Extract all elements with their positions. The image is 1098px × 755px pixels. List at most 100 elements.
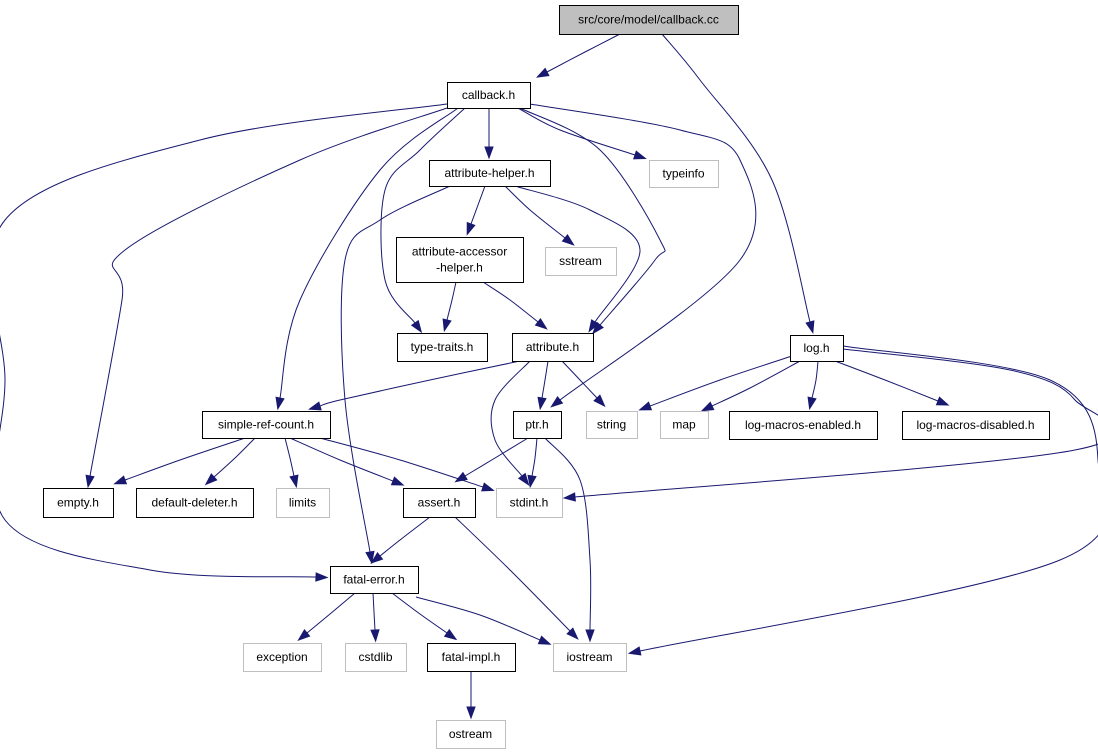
edge-log-h-to-map (700, 360, 801, 412)
node-empty-h[interactable]: empty.h (43, 488, 114, 518)
edge-callback-h-to-fatal-error-h (0, 103, 448, 582)
edge-line (482, 281, 539, 323)
node-label: cstdlib (358, 650, 392, 664)
graph-nodes: src/core/model/callback.cc callback.h log.… (43, 5, 1050, 749)
arrowhead (534, 317, 548, 330)
node-attribute-helper-h[interactable]: attribute-helper.h (429, 160, 551, 187)
arrowhead (588, 319, 600, 333)
arrowhead (443, 628, 458, 641)
edge-line (531, 437, 538, 477)
edge-simple-ref-count-h-to-stdint-h (319, 437, 495, 492)
arrowhead (550, 395, 564, 408)
edge-line (649, 354, 796, 407)
edge-attribute-h-to-string (561, 360, 606, 408)
edge-line (89, 107, 448, 477)
edge-line (319, 360, 521, 407)
node-assert-h[interactable]: assert.h (403, 488, 476, 518)
edge-fatal-impl-h-to-ostream (466, 671, 476, 720)
node-label: attribute-helper.h (444, 166, 534, 180)
edge-attribute-helper-h-to-attribute-h (514, 185, 641, 333)
node-map[interactable]: map (660, 411, 709, 439)
edge-attribute-accessor-helper-h-to-attribute-h (482, 281, 548, 330)
arrowhead (593, 394, 606, 408)
node-box (586, 411, 638, 439)
node-log-macros-enabled-h[interactable]: log-macros-enabled.h (729, 411, 878, 440)
edge-line (124, 437, 246, 481)
edge-assert-h-to-fatal-error-h (370, 516, 431, 564)
node-label: log.h (803, 341, 829, 355)
edge-line (639, 345, 1098, 652)
arrowhead (390, 476, 405, 486)
edge-line (470, 185, 486, 225)
node-label: fatal-error.h (343, 573, 404, 587)
edge-simple-ref-count-h-to-empty-h (113, 437, 246, 485)
node-fatal-error-h[interactable]: fatal-error.h (330, 566, 419, 594)
edge-line (711, 360, 801, 407)
node-label: attribute.h (526, 340, 579, 354)
edge-callback-cc-to-callback-h (535, 33, 621, 78)
node-string[interactable]: string (586, 411, 638, 439)
arrowhead (633, 150, 647, 160)
node-box (396, 237, 524, 283)
edge-line (415, 596, 541, 641)
node-attribute-h[interactable]: attribute.h (512, 333, 594, 362)
edge-simple-ref-count-h-to-default-deleter-h (204, 437, 256, 486)
node-log-h[interactable]: log.h (790, 335, 844, 362)
arrowhead (442, 318, 452, 333)
node-exception[interactable]: exception (243, 643, 322, 672)
node-default-deleter-h[interactable]: default-deleter.h (136, 488, 254, 518)
node-box (902, 411, 1050, 440)
edge-line (834, 360, 939, 402)
node-log-macros-disabled-h[interactable]: log-macros-disabled.h (902, 411, 1050, 440)
node-label: -helper.h (436, 261, 483, 275)
node-label: type-traits.h (411, 340, 474, 354)
node-stdint-h[interactable]: stdint.h (496, 488, 563, 518)
node-ostream[interactable]: ostream (436, 720, 506, 749)
edge-log-h-to-iostream (627, 345, 1098, 656)
node-box (553, 643, 627, 672)
arrowhead (627, 646, 642, 656)
node-box (243, 643, 322, 672)
node-cstdlib[interactable]: cstdlib (345, 643, 407, 672)
arrowhead (935, 396, 950, 406)
node-sstream[interactable]: sstream (545, 247, 617, 276)
edge-line (372, 592, 376, 631)
node-label: log-macros-disabled.h (916, 418, 1034, 432)
node-fatal-impl-h[interactable]: fatal-impl.h (427, 643, 516, 672)
node-label: iostream (566, 650, 612, 664)
edge-callback-h-to-simple-ref-count-h (275, 107, 459, 411)
node-label: sstream (559, 254, 602, 268)
arrowhead (466, 221, 476, 236)
edge-line (561, 360, 598, 399)
node-simple-ref-count-h[interactable]: simple-ref-count.h (202, 411, 331, 439)
node-callback-h[interactable]: callback.h (447, 82, 531, 109)
arrowhead (484, 146, 494, 160)
edge-fatal-error-h-to-iostream (415, 596, 552, 645)
node-callback-cc[interactable]: src/core/model/callback.cc (559, 5, 739, 35)
node-attribute-accessor-helper-h[interactable]: attribute-accessor-helper.h (396, 237, 524, 283)
node-type-traits-h[interactable]: type-traits.h (397, 333, 488, 362)
edge-callback-h-to-type-traits-h (380, 107, 466, 334)
node-iostream[interactable]: iostream (553, 643, 627, 672)
node-limits[interactable]: limits (276, 488, 330, 518)
arrowhead (466, 706, 476, 720)
arrowhead (807, 396, 817, 411)
edge-callback-h-to-typeinfo (517, 107, 647, 160)
edge-line (490, 360, 531, 477)
edge-log-h-to-log-macros-enabled-h (807, 360, 819, 411)
node-box (790, 335, 844, 362)
node-ptr-h[interactable]: ptr.h (513, 411, 562, 439)
node-box (436, 720, 506, 749)
edge-line (319, 437, 484, 488)
arrowhead (289, 474, 299, 489)
edge-assert-h-to-iostream (454, 516, 579, 640)
edge-line (517, 107, 636, 156)
arrowhead (517, 472, 530, 486)
arrowhead (527, 474, 537, 489)
node-typeinfo[interactable]: typeinfo (649, 160, 719, 188)
arrowhead (85, 474, 95, 489)
node-box (397, 333, 488, 362)
arrowhead (537, 396, 547, 411)
edge-line (284, 437, 295, 477)
edge-line (279, 107, 459, 399)
